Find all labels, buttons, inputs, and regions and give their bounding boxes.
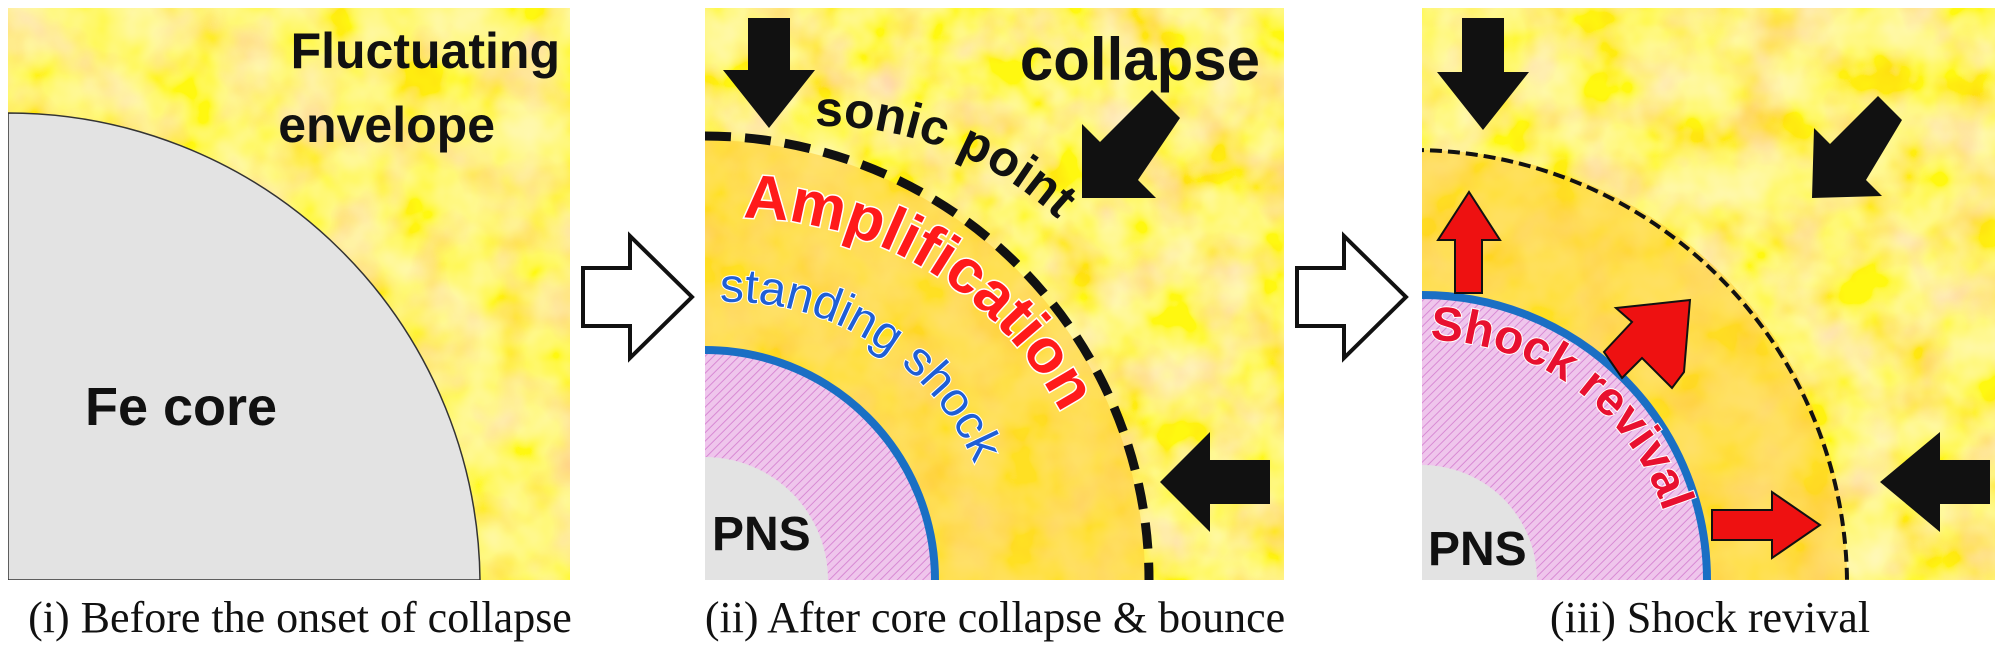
fe-core-label: Fe core — [85, 377, 277, 437]
expansion-arrow-icon — [1436, 190, 1502, 294]
envelope-label-line2: envelope — [278, 97, 495, 153]
fe-core-shape — [8, 112, 481, 580]
pns-label: PNS — [712, 508, 811, 561]
infall-arrow-icon — [1160, 432, 1270, 532]
standing-shock-line — [705, 346, 939, 580]
panel-1: Fluctuating envelope Fe core — [8, 8, 570, 580]
expansion-arrow-icon — [1602, 298, 1692, 390]
infall-arrow-icon — [1880, 432, 1990, 532]
pns-core-shape — [1422, 465, 1537, 580]
shock-front-line — [1422, 291, 1711, 580]
transition-arrow-icon — [1295, 231, 1409, 363]
infall-arrow-icon — [1812, 96, 1902, 198]
transition-arrow-icon — [581, 231, 695, 363]
panel-2-caption: (ii) After core collapse & bounce — [704, 593, 1286, 642]
collapse-label: collapse — [1020, 26, 1260, 93]
panel-3-caption: (iii) Shock revival — [1549, 593, 1871, 642]
sonic-point-boundary — [705, 131, 1154, 580]
envelope-label-line1: Fluctuating — [291, 23, 560, 79]
sonic-point-boundary — [1422, 148, 1849, 580]
infall-arrow-icon — [1082, 90, 1180, 198]
diagram-canvas: Fluctuating envelope Fe core collapse so… — [8, 8, 1995, 580]
panel-1-caption: (i) Before the onset of collapse — [28, 593, 572, 642]
panel-2: collapse sonic point Amplification stand… — [705, 8, 1284, 580]
panel-3: Shock revival PNS — [1422, 8, 1995, 580]
infall-arrow-icon — [723, 18, 815, 128]
infall-arrow-icon — [1437, 18, 1529, 130]
pns-label: PNS — [1428, 523, 1527, 576]
pns-core-shape — [705, 457, 828, 580]
expansion-arrow-icon — [1711, 490, 1822, 560]
